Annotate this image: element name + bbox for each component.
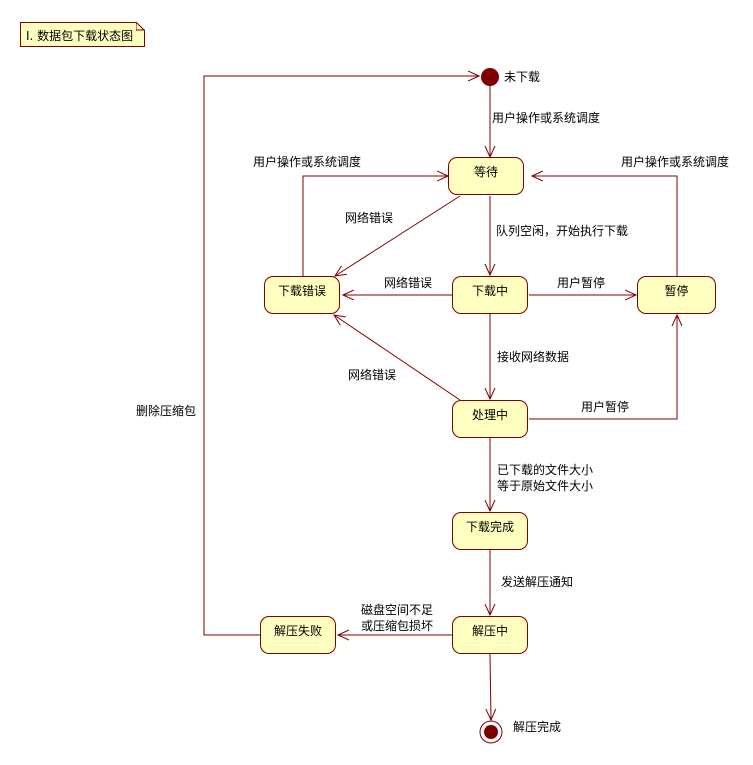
transition-label: 网络错误 [345, 211, 394, 225]
state-label: 下载中 [471, 284, 508, 298]
state-label: 暂停 [664, 284, 689, 298]
transition-label: 用户操作或系统调度 [621, 155, 730, 169]
transition-label: 网络错误 [348, 368, 397, 382]
diagram-title-note: I. 数据包下载状态图 [20, 22, 145, 47]
transition-label: 网络错误 [384, 276, 433, 290]
state-label: 等待 [473, 165, 498, 179]
transition-label: 接收网络数据 [497, 350, 570, 364]
edge-waiting-to-error [335, 195, 461, 276]
transition-label: 用户操作或系统调度 [492, 111, 601, 125]
edge-error-to-waiting [302, 176, 448, 277]
transition-label: 用户操作或系统调度 [253, 155, 362, 169]
diagram-title: I. 数据包下载状态图 [26, 29, 134, 43]
transition-label: 用户暂停 [581, 400, 630, 414]
edge-processing-to-paused [529, 315, 677, 420]
transition-label: 队列空闲，开始执行下载 [496, 224, 629, 238]
edge-failed-to-initial [203, 76, 479, 636]
transition-label: 或压缩包损坏 [361, 619, 434, 633]
state-paused[interactable]: 暂停 [637, 276, 716, 314]
initial-state-label: 未下载 [504, 70, 541, 84]
state-processing[interactable]: 处理中 [452, 400, 528, 438]
state-unzip-failed[interactable]: 解压失败 [260, 616, 336, 654]
initial-state-node [481, 68, 499, 86]
state-download-error[interactable]: 下载错误 [264, 276, 340, 314]
state-downloading[interactable]: 下载中 [452, 276, 528, 314]
edge-processing-to-error [334, 315, 461, 401]
state-label: 下载错误 [277, 284, 326, 298]
transition-label: 删除压缩包 [136, 404, 197, 418]
transition-label: 等于原始文件大小 [497, 479, 594, 493]
transition-label: 用户暂停 [557, 276, 606, 290]
state-label: 下载完成 [465, 520, 514, 534]
state-label: 解压失败 [273, 624, 322, 638]
transition-label: 磁盘空间不足 [361, 603, 434, 617]
edge-unzipping-to-final [490, 653, 491, 720]
state-waiting[interactable]: 等待 [448, 157, 524, 195]
state-label: 解压中 [471, 624, 508, 638]
edge-paused-to-waiting [532, 176, 678, 277]
transition-label: 已下载的文件大小 [497, 463, 594, 477]
state-unzipping[interactable]: 解压中 [452, 616, 528, 654]
note-fold-icon [136, 22, 145, 31]
final-state-label: 解压完成 [513, 720, 562, 734]
state-label: 处理中 [471, 408, 508, 422]
state-download-complete[interactable]: 下载完成 [452, 512, 528, 550]
transition-label: 发送解压通知 [501, 575, 574, 589]
final-state-inner [484, 725, 498, 739]
